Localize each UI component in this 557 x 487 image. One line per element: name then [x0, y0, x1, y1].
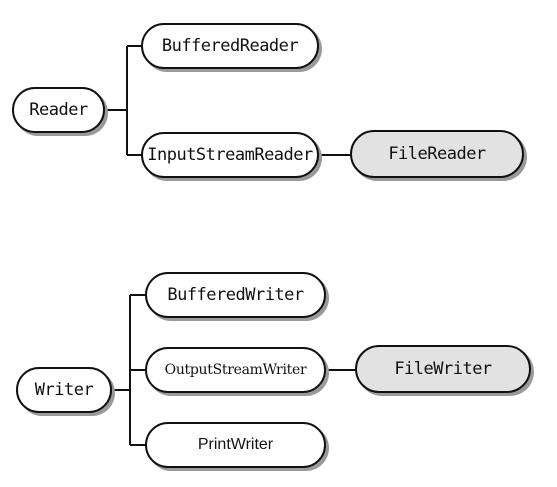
bufferedwriter-node: BufferedWriter [145, 272, 326, 318]
writer-node: Writer [16, 367, 112, 413]
printwriter-node: PrintWriter [145, 422, 326, 468]
reader-node: Reader [12, 87, 105, 133]
filewriter-node: FileWriter [355, 345, 531, 393]
inputstreamreader-node: InputStreamReader [141, 132, 319, 178]
outputstreamwriter-node: OutputStreamWriter [145, 347, 326, 393]
bufferedreader-node: BufferedReader [141, 23, 319, 69]
filereader-node: FileReader [350, 130, 524, 178]
